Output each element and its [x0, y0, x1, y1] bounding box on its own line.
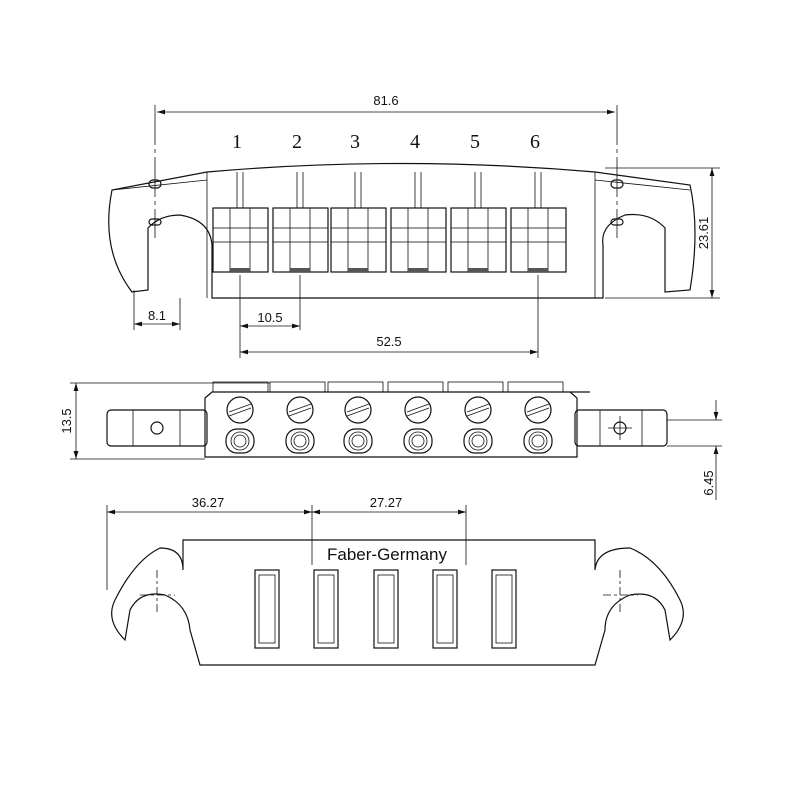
saddle-top-3	[327, 381, 384, 393]
bottom-view: 36.27 27.27 Faber-Germany	[106, 495, 684, 666]
saddle-top-2	[269, 381, 326, 393]
bottom-slot-4	[432, 569, 458, 649]
top-view-body-outline	[108, 162, 696, 299]
dim-stud-height: 6.45	[701, 470, 716, 495]
saddle-top-1	[212, 381, 269, 393]
saddle-2	[272, 172, 329, 273]
intonation-screw-4	[403, 396, 433, 454]
dim-outer-string-span: 52.5	[376, 334, 401, 349]
saddle-1	[212, 172, 269, 273]
bottom-slot-2	[313, 569, 339, 649]
string-number-5: 5	[470, 131, 480, 153]
saddle-3	[330, 172, 387, 273]
intonation-screw-5	[463, 396, 493, 454]
string-number-4: 4	[410, 131, 420, 153]
dim-side-height: 13.5	[59, 408, 74, 433]
intonation-screw-3	[343, 396, 373, 454]
string-number-3: 3	[350, 131, 360, 153]
saddle-top-6	[507, 381, 564, 393]
string-number-2: 2	[292, 131, 302, 153]
saddle-4	[390, 172, 447, 273]
saddle-6	[510, 172, 567, 273]
bottom-slot-1	[254, 569, 280, 649]
dim-string-spacing: 10.5	[257, 310, 282, 325]
side-view: 13.5 6.45	[59, 382, 722, 500]
dim-stud-to-center: 36.27	[192, 495, 225, 510]
saddle-5	[450, 172, 507, 273]
intonation-screw-2	[285, 396, 315, 454]
saddle-top-5	[447, 381, 504, 393]
bottom-slot-5	[491, 569, 517, 649]
string-number-6: 6	[530, 131, 540, 153]
bottom-body-outline	[111, 539, 684, 666]
bottom-slot-3	[373, 569, 399, 649]
side-body	[204, 391, 590, 458]
saddle-top-4	[387, 381, 444, 393]
dim-center-offset: 27.27	[370, 495, 403, 510]
dim-slot-width: 8.1	[148, 308, 166, 323]
dim-height-top: 23.61	[696, 217, 711, 250]
intonation-screw-1	[225, 396, 255, 454]
brand-label: Faber-Germany	[327, 545, 447, 564]
dim-total-width: 81.6	[373, 93, 398, 108]
string-number-1: 1	[232, 131, 242, 153]
intonation-screw-6	[523, 396, 553, 454]
